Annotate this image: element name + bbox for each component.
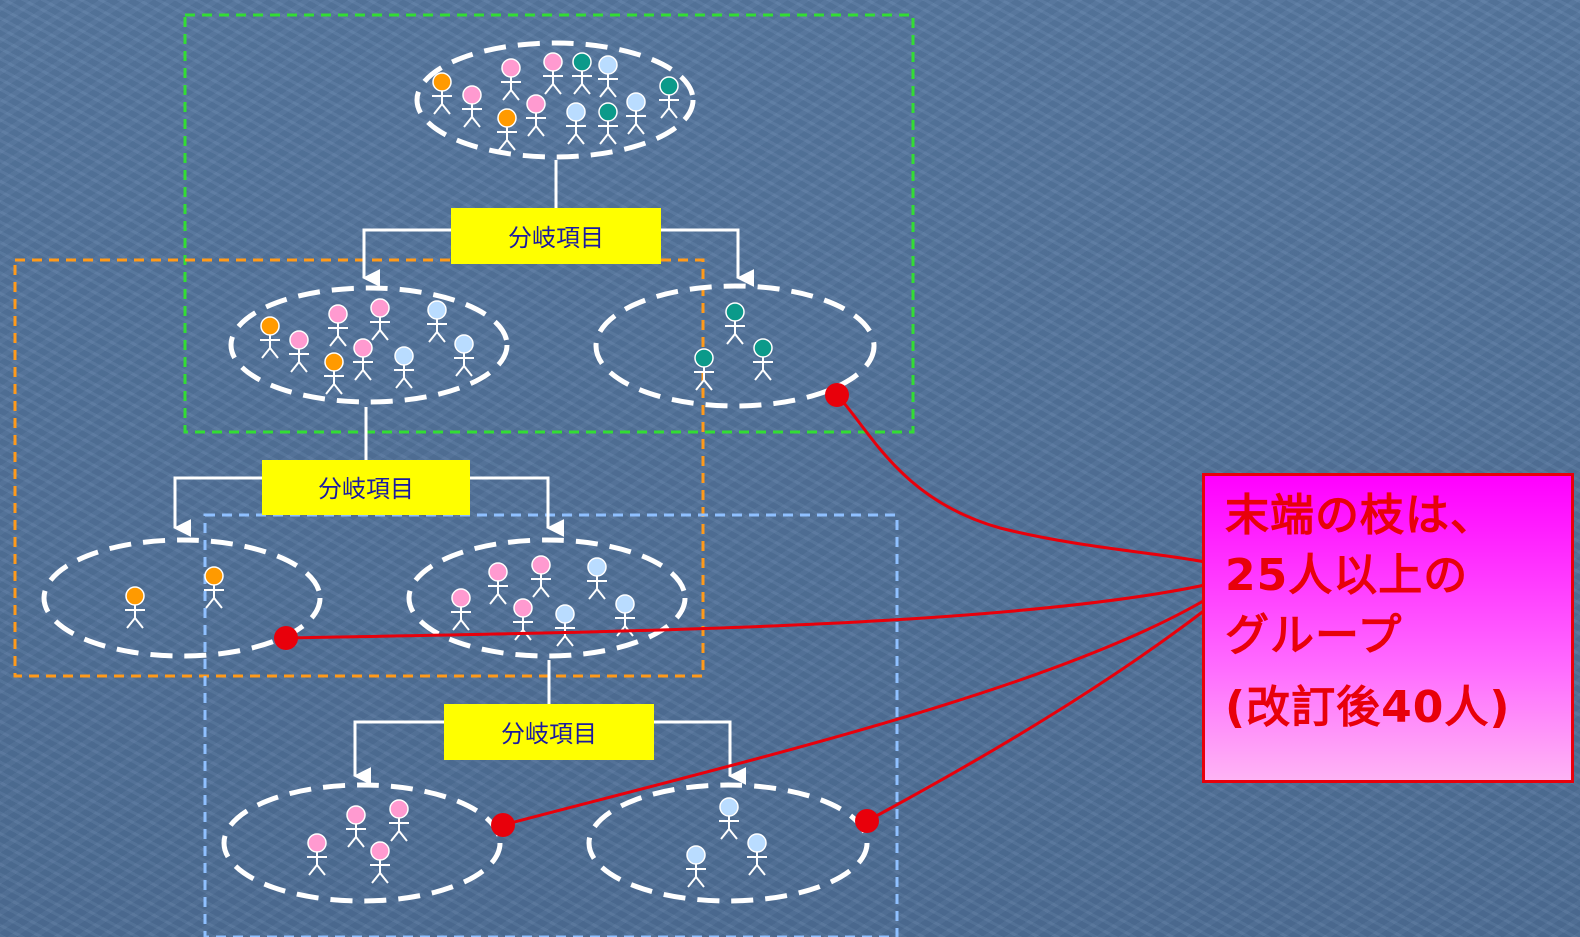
person-icon xyxy=(370,298,390,341)
group-level3-left xyxy=(221,782,503,904)
person-icon xyxy=(686,845,706,888)
callout-line-3: グループ xyxy=(1225,610,1403,661)
person-icon xyxy=(531,555,551,598)
branch-label-3: 分岐項目 xyxy=(501,720,597,748)
person-icon xyxy=(462,85,482,128)
person-icon xyxy=(125,586,145,629)
group-level2-left xyxy=(41,537,323,659)
person-icon xyxy=(659,76,679,119)
person-icon xyxy=(719,797,739,840)
leaf-marker-1 xyxy=(825,383,849,407)
person-icon xyxy=(626,92,646,135)
branch-label-1: 分岐項目 xyxy=(508,224,604,252)
group-level1-left xyxy=(228,285,510,405)
person-icon xyxy=(543,52,563,95)
group-level2-right xyxy=(406,537,688,659)
person-icon xyxy=(747,833,767,876)
root-group xyxy=(414,40,696,160)
region-green-box xyxy=(183,13,915,434)
person-icon xyxy=(526,94,546,137)
region-orange-box xyxy=(13,258,705,678)
callout-line-2: 25人以上の xyxy=(1225,550,1469,601)
branch-box-2: 分岐項目 xyxy=(262,460,470,515)
person-icon xyxy=(307,833,327,876)
person-icon xyxy=(451,588,471,631)
person-icon xyxy=(432,72,452,115)
person-icon xyxy=(598,55,618,98)
person-icon xyxy=(324,352,344,395)
leaf-marker-3 xyxy=(491,813,515,837)
person-icon xyxy=(370,841,390,884)
person-icon xyxy=(566,102,586,145)
person-icon xyxy=(501,58,521,101)
person-icon xyxy=(260,316,280,359)
person-icon xyxy=(346,805,366,848)
person-icon xyxy=(427,300,447,343)
callout-line-1: 末端の枝は、 xyxy=(1225,490,1495,541)
branch-label-2: 分岐項目 xyxy=(318,475,414,503)
person-icon xyxy=(753,338,773,381)
tree-connectors xyxy=(173,160,755,785)
leaf-marker-4 xyxy=(855,809,879,833)
group-level1-right xyxy=(593,283,877,409)
leaf-connectors xyxy=(274,383,1206,837)
branch-box-1: 分岐項目 xyxy=(451,208,661,264)
person-icon xyxy=(555,604,575,647)
person-icon xyxy=(328,304,348,347)
person-icon xyxy=(204,566,224,609)
person-icon xyxy=(725,302,745,345)
person-icon xyxy=(513,598,533,641)
person-icon xyxy=(615,594,635,637)
person-icon xyxy=(389,799,409,842)
region-blue-box xyxy=(203,513,899,937)
person-icon xyxy=(289,330,309,373)
group-level3-right xyxy=(586,782,870,904)
person-icon xyxy=(497,108,517,151)
branch-box-3: 分岐項目 xyxy=(444,704,654,760)
person-icon xyxy=(488,562,508,605)
person-icon xyxy=(353,338,373,381)
person-icon xyxy=(598,102,618,145)
callout-note: (改訂後40人) xyxy=(1225,682,1511,733)
people-icons xyxy=(125,52,773,888)
person-icon xyxy=(694,348,714,391)
person-icon xyxy=(572,52,592,95)
callout-box: 末端の枝は、 25人以上の グループ (改訂後40人) xyxy=(1202,473,1574,783)
leaf-marker-2 xyxy=(274,626,298,650)
person-icon xyxy=(587,557,607,600)
person-icon xyxy=(454,334,474,377)
person-icon xyxy=(394,346,414,389)
